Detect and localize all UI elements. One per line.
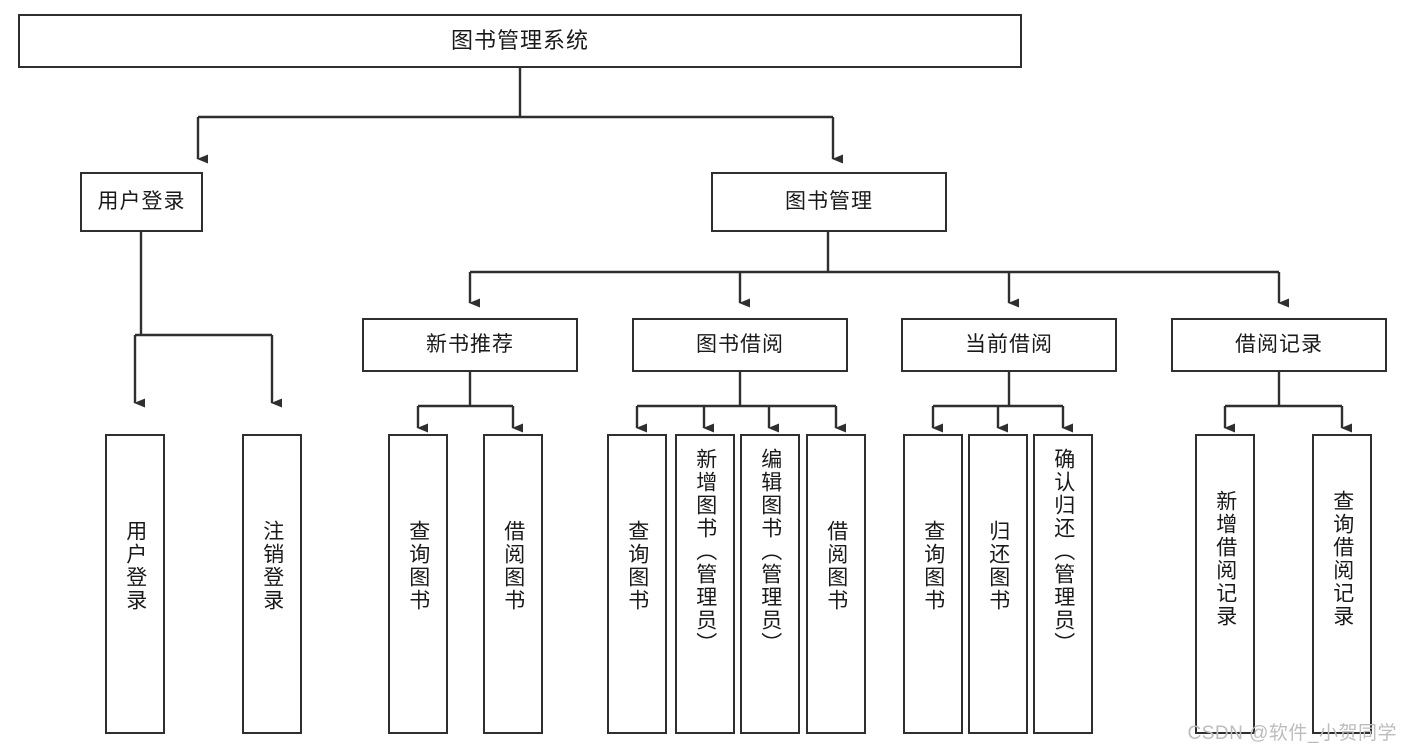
leaf-borrow-book-recommend[interactable]: 借阅图书 [483, 434, 543, 734]
node-new-book-recommend[interactable]: 新书推荐 [362, 318, 578, 372]
leaf-add-book-admin[interactable]: 新增图书（管理员） [675, 434, 735, 734]
leaf-edit-book-admin[interactable]: 编辑图书（管理员） [740, 434, 800, 734]
node-label: 新增图书（管理员） [693, 448, 717, 655]
node-label: 图书借阅 [696, 332, 784, 356]
leaf-query-book-recommend[interactable]: 查询图书 [388, 434, 448, 734]
leaf-user-login[interactable]: 用户登录 [105, 434, 165, 734]
leaf-add-borrow-record[interactable]: 新增借阅记录 [1195, 434, 1255, 734]
node-borrow-record[interactable]: 借阅记录 [1171, 318, 1387, 372]
node-label: 确认归还（管理员） [1051, 448, 1075, 655]
node-label: 借阅图书 [824, 520, 848, 612]
leaf-query-borrow-record[interactable]: 查询借阅记录 [1312, 434, 1372, 734]
watermark: CSDN @软件_小贺同学 [1187, 723, 1397, 744]
node-label: 查询借阅记录 [1330, 490, 1354, 628]
node-label: 借阅图书 [501, 520, 525, 612]
node-current-borrow[interactable]: 当前借阅 [901, 318, 1117, 372]
leaf-borrow-book[interactable]: 借阅图书 [806, 434, 866, 734]
node-label: 编辑图书（管理员） [758, 448, 782, 655]
node-label: 图书管理 [785, 189, 873, 213]
node-label: 用户登录 [97, 189, 186, 213]
node-label: 当前借阅 [965, 332, 1053, 356]
node-label: 归还图书 [986, 520, 1010, 612]
node-label: 新书推荐 [426, 332, 514, 356]
node-label: 查询图书 [406, 520, 430, 612]
node-book-management[interactable]: 图书管理 [711, 172, 947, 232]
leaf-query-book-borrow[interactable]: 查询图书 [607, 434, 667, 734]
leaf-confirm-return-admin[interactable]: 确认归还（管理员） [1033, 434, 1093, 734]
node-root[interactable]: 图书管理系统 [18, 14, 1022, 68]
node-label: 用户登录 [123, 520, 147, 612]
leaf-return-book[interactable]: 归还图书 [968, 434, 1028, 734]
node-label: 查询图书 [625, 520, 649, 612]
leaf-logout[interactable]: 注销登录 [242, 434, 302, 734]
node-book-borrow[interactable]: 图书借阅 [632, 318, 848, 372]
node-user-login[interactable]: 用户登录 [80, 172, 203, 232]
node-label: 注销登录 [260, 520, 284, 612]
node-label: 借阅记录 [1235, 332, 1323, 356]
node-label: 新增借阅记录 [1213, 490, 1237, 628]
node-label: 查询图书 [921, 520, 945, 612]
node-label: 图书管理系统 [450, 28, 589, 54]
leaf-query-book-current[interactable]: 查询图书 [903, 434, 963, 734]
